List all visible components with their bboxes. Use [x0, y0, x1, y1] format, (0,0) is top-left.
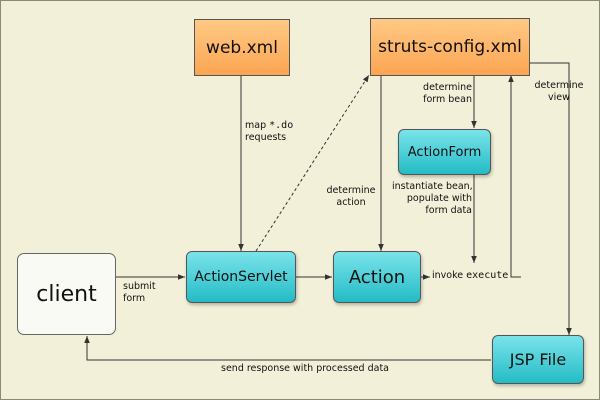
- invoke-prefix-text: invoke: [432, 270, 464, 281]
- submit-form-label: submit form: [123, 281, 156, 304]
- web-xml-label: web.xml: [206, 37, 278, 58]
- map-requests-label: map *.do requests: [245, 120, 293, 144]
- invoke-method-text: execute: [466, 270, 509, 281]
- arrow-struts-config-to-jsp: [529, 62, 572, 335]
- actionservlet-box: ActionServlet: [186, 251, 296, 303]
- client-label: client: [36, 281, 97, 307]
- struts-config-box: struts-config.xml: [370, 18, 530, 76]
- web-xml-box: web.xml: [194, 19, 290, 76]
- struts-config-label: struts-config.xml: [378, 37, 522, 57]
- action-box: Action: [333, 251, 421, 303]
- arrow-actionservlet-to-struts-config: [255, 74, 370, 252]
- jsp-file-label: JSP File: [509, 350, 567, 369]
- actionservlet-label: ActionServlet: [194, 269, 288, 285]
- arrow-jsp-to-client: [84, 336, 491, 361]
- instantiate-bean-label: instantiate bean, populate with form dat…: [392, 181, 473, 216]
- determine-form-bean-label: determine form bean: [423, 82, 472, 105]
- arrow-invoke-to-struts-config: [508, 75, 521, 278]
- actionform-label: ActionForm: [407, 144, 482, 160]
- jsp-file-box: JSP File: [492, 335, 584, 384]
- determine-action-label: determine action: [326, 185, 376, 208]
- actionform-box: ActionForm: [398, 129, 491, 175]
- invoke-execute-label: invoke execute: [432, 270, 508, 282]
- map-prefix-text: map: [245, 120, 267, 131]
- map-suffix-text: requests: [245, 132, 287, 143]
- action-label: Action: [348, 266, 406, 288]
- send-response-label: send response with processed data: [221, 363, 390, 374]
- map-pattern-text: *.do: [269, 120, 294, 131]
- client-box: client: [17, 253, 116, 335]
- determine-view-label: determine view: [534, 80, 584, 103]
